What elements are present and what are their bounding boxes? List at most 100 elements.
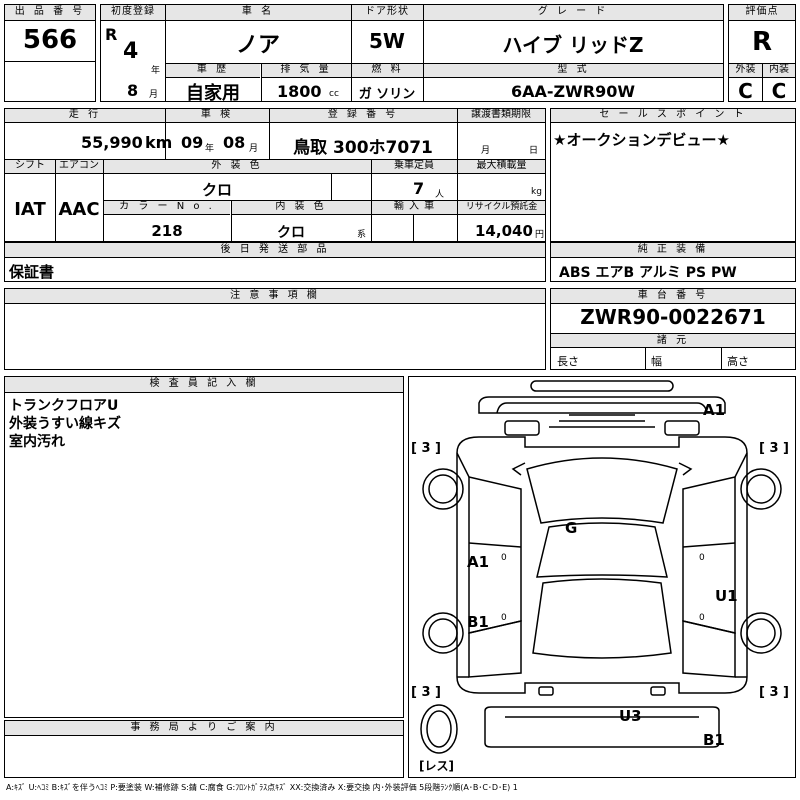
chassis-box: 車 台 番 号 ZWR90-0022671 諸 元 長さ 幅 高さ bbox=[550, 288, 796, 370]
mileage: 55,990 bbox=[81, 133, 143, 152]
inspect-year-unit: 年 bbox=[205, 144, 215, 154]
zero-marker: 0 bbox=[501, 553, 507, 563]
divider bbox=[457, 109, 458, 241]
ac-label: エアコン bbox=[55, 160, 103, 174]
mileage-label: 走 行 bbox=[5, 109, 165, 123]
mark-front-a1: A1 bbox=[703, 401, 726, 419]
lot-label: 出 品 番 号 bbox=[5, 5, 95, 21]
office-label: 事 務 局 よ り ご 案 内 bbox=[5, 721, 403, 736]
model-label: 型 式 bbox=[424, 64, 723, 78]
equip-box: 純 正 装 備 ABS エアB アルミ PS PW bbox=[550, 242, 796, 282]
inspector-line-1: トランクフロアU bbox=[9, 398, 119, 414]
parts-box: 後 日 発 送 部 品 保証書 bbox=[4, 242, 546, 282]
parts-value: 保証書 bbox=[9, 263, 55, 281]
recycle-unit: 円 bbox=[535, 230, 545, 240]
mileage-unit: km bbox=[145, 133, 173, 152]
capacity-unit: 人 bbox=[435, 190, 445, 200]
inspect-label: 車 検 bbox=[165, 109, 269, 123]
car-name: ノア bbox=[235, 33, 280, 58]
int-color-label: 内 装 色 bbox=[231, 201, 371, 215]
divider bbox=[261, 63, 262, 101]
parts-label: 後 日 発 送 部 品 bbox=[5, 243, 545, 258]
disp-label: 排 気 量 bbox=[261, 64, 351, 78]
main-header-box: 初度登録 車 名 ドア形状 グ レ ー ド R 4 年 8 月 ノア 5W ハイ… bbox=[100, 4, 724, 104]
sales-point: ★オークションデビュー★ bbox=[553, 131, 730, 149]
legend: A:ｷｽﾞ U:ﾍｺﾐ B:ｷｽﾞを伴うﾍｺﾐ P:要塗装 W:補修跡 S:錆 … bbox=[6, 783, 518, 792]
divider bbox=[423, 63, 424, 101]
inspect-month-unit: 月 bbox=[249, 144, 259, 154]
divider bbox=[103, 200, 545, 201]
divider bbox=[165, 109, 166, 159]
mark-right-u1: U1 bbox=[715, 587, 738, 605]
tire-rear-right: [ 3 ] bbox=[759, 685, 789, 700]
inspect-month: 08 bbox=[223, 133, 246, 152]
history-label: 車 歴 bbox=[166, 64, 260, 78]
history: 自家用 bbox=[186, 83, 240, 104]
plate-label: 登 録 番 号 bbox=[269, 109, 457, 123]
divider bbox=[269, 109, 270, 159]
model: 6AA-ZWR90W bbox=[510, 82, 636, 101]
equip-label: 純 正 装 備 bbox=[551, 243, 795, 258]
score-label: 評価点 bbox=[729, 5, 795, 21]
reg-month: 8 bbox=[127, 81, 139, 100]
zero-marker: 0 bbox=[699, 613, 705, 623]
zero-marker: 0 bbox=[699, 553, 705, 563]
sales-box: セ ー ル ス ポ イ ン ト ★オークションデビュー★ bbox=[550, 108, 796, 242]
displacement: 1800 bbox=[277, 82, 322, 101]
inspector-box: 検 査 員 記 入 欄 トランクフロアU 外装うすい線キズ 室内汚れ bbox=[4, 376, 404, 718]
notes-box: 注 意 事 項 欄 bbox=[4, 288, 546, 370]
reg-label: 初度登録 bbox=[101, 5, 165, 21]
door-label: ドア形状 bbox=[351, 5, 423, 21]
recycle-label: リサイクル預託金 bbox=[458, 201, 545, 215]
fuel-label: 燃 料 bbox=[352, 64, 423, 78]
divider bbox=[423, 5, 424, 63]
width-label: 幅 bbox=[651, 355, 662, 368]
inspector-line-3: 室内汚れ bbox=[9, 434, 65, 450]
divider bbox=[5, 159, 545, 160]
chassis-number: ZWR90-0022671 bbox=[580, 305, 766, 329]
mark-left-b1: B1 bbox=[467, 613, 489, 631]
divider bbox=[165, 63, 723, 64]
lot-box: 出 品 番 号 566 bbox=[4, 4, 96, 102]
length-label: 長さ bbox=[557, 355, 579, 368]
transfer-label: 譲渡書類期限 bbox=[457, 109, 545, 123]
grade-label: グ レ ー ド bbox=[423, 5, 723, 21]
height-label: 高さ bbox=[727, 355, 749, 368]
mark-rear-u3: U3 bbox=[619, 707, 642, 725]
equip-value: ABS エアB アルミ PS PW bbox=[559, 265, 737, 281]
car-diagram bbox=[420, 380, 782, 754]
divider bbox=[231, 200, 232, 241]
load-unit: kg bbox=[531, 187, 542, 197]
recycle: 14,040 bbox=[475, 222, 533, 240]
divider bbox=[165, 5, 166, 101]
color: クロ bbox=[201, 181, 232, 199]
shift: IAT bbox=[14, 199, 46, 220]
ac: AAC bbox=[58, 199, 100, 220]
door-type: 5W bbox=[369, 29, 405, 53]
notes-label: 注 意 事 項 欄 bbox=[5, 289, 545, 304]
load-label: 最大積載量 bbox=[458, 160, 545, 174]
score-box: 評価点 R 外装 内装 C C bbox=[728, 4, 796, 103]
dims-label: 諸 元 bbox=[551, 333, 795, 348]
grade: ハイブ リッドZ bbox=[502, 33, 644, 57]
mark-rear-b1: B1 bbox=[703, 731, 725, 749]
name-label: 車 名 bbox=[165, 5, 351, 21]
chassis-label: 車 台 番 号 bbox=[551, 289, 795, 304]
spare-tire-note: [レス] bbox=[419, 759, 454, 773]
tire-front-left: [ 3 ] bbox=[411, 441, 441, 456]
shift-label: シフト bbox=[5, 160, 55, 174]
disp-unit: cc bbox=[329, 89, 339, 99]
lot-number: 566 bbox=[22, 25, 78, 55]
tire-front-right: [ 3 ] bbox=[759, 441, 789, 456]
color-no-label: カ ラ ー N o . bbox=[104, 201, 230, 215]
tire-rear-left: [ 3 ] bbox=[411, 685, 441, 700]
int-color-unit: 系 bbox=[357, 230, 367, 240]
diagram-box: A1 G A1 U1 B1 U3 B1 0 0 0 0 [ 3 ] [ 3 ] … bbox=[408, 376, 796, 778]
month-unit: 月 bbox=[149, 90, 159, 100]
divider bbox=[351, 5, 352, 63]
ext-label: 外装 bbox=[729, 64, 762, 78]
fuel: ガ ソリン bbox=[358, 87, 416, 102]
color-label: 外 装 色 bbox=[103, 160, 371, 174]
divider bbox=[645, 348, 646, 369]
inspector-label: 検 査 員 記 入 欄 bbox=[5, 377, 403, 393]
